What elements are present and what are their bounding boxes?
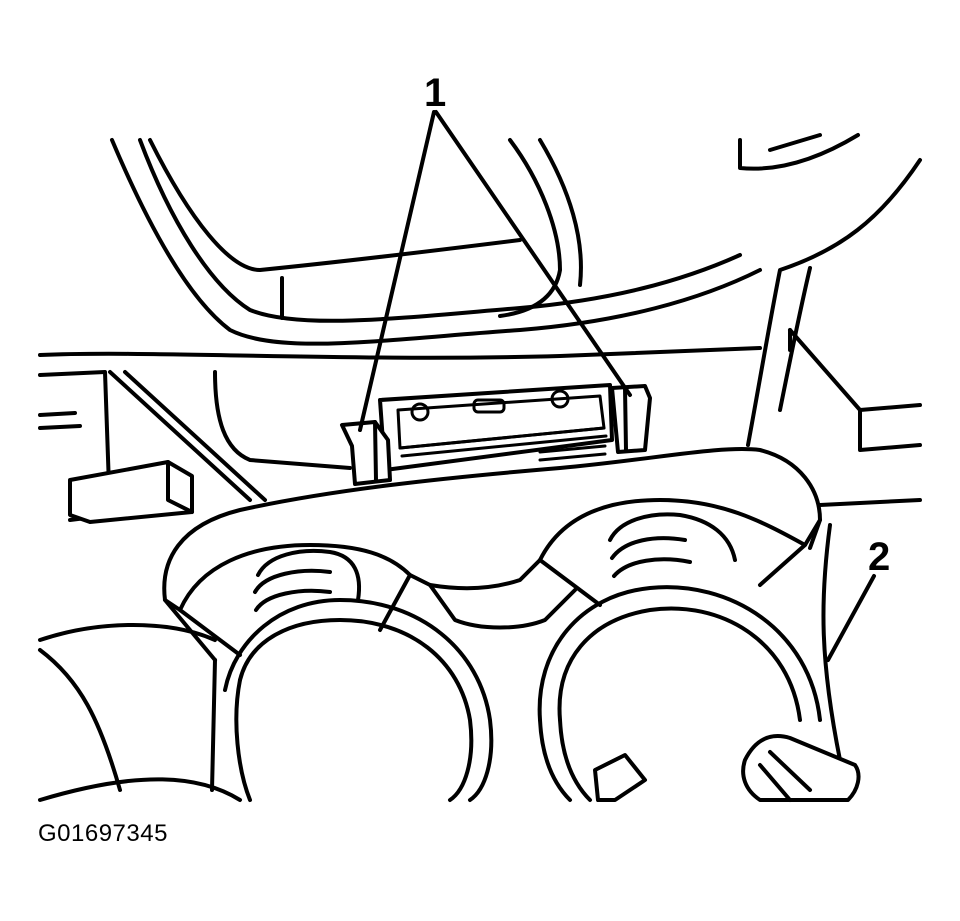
callout-1-label: 1: [424, 71, 446, 115]
figure-id: G01697345: [38, 820, 168, 847]
cup-well-right: [537, 512, 822, 802]
storage-opening: [213, 370, 614, 472]
callout-2-label: 2: [868, 535, 890, 579]
callout-2: 2: [826, 535, 890, 662]
retaining-tab-right: [610, 384, 652, 454]
cup-holder-bezel: [162, 447, 842, 792]
callout-1: 1: [358, 71, 632, 432]
callout-1-leader-left: [358, 110, 436, 432]
left-console-side: [38, 370, 267, 792]
hand-grip: [741, 734, 861, 802]
callout-1-leader-right: [434, 110, 632, 397]
right-console-side: [788, 328, 922, 507]
lower-left-contour: [38, 777, 242, 802]
center-lower-tab: [593, 753, 647, 802]
cup-well-left: [223, 548, 494, 802]
retaining-tab-left: [340, 420, 392, 486]
callout-2-leader: [826, 574, 876, 662]
instrument-panel: [38, 133, 922, 447]
